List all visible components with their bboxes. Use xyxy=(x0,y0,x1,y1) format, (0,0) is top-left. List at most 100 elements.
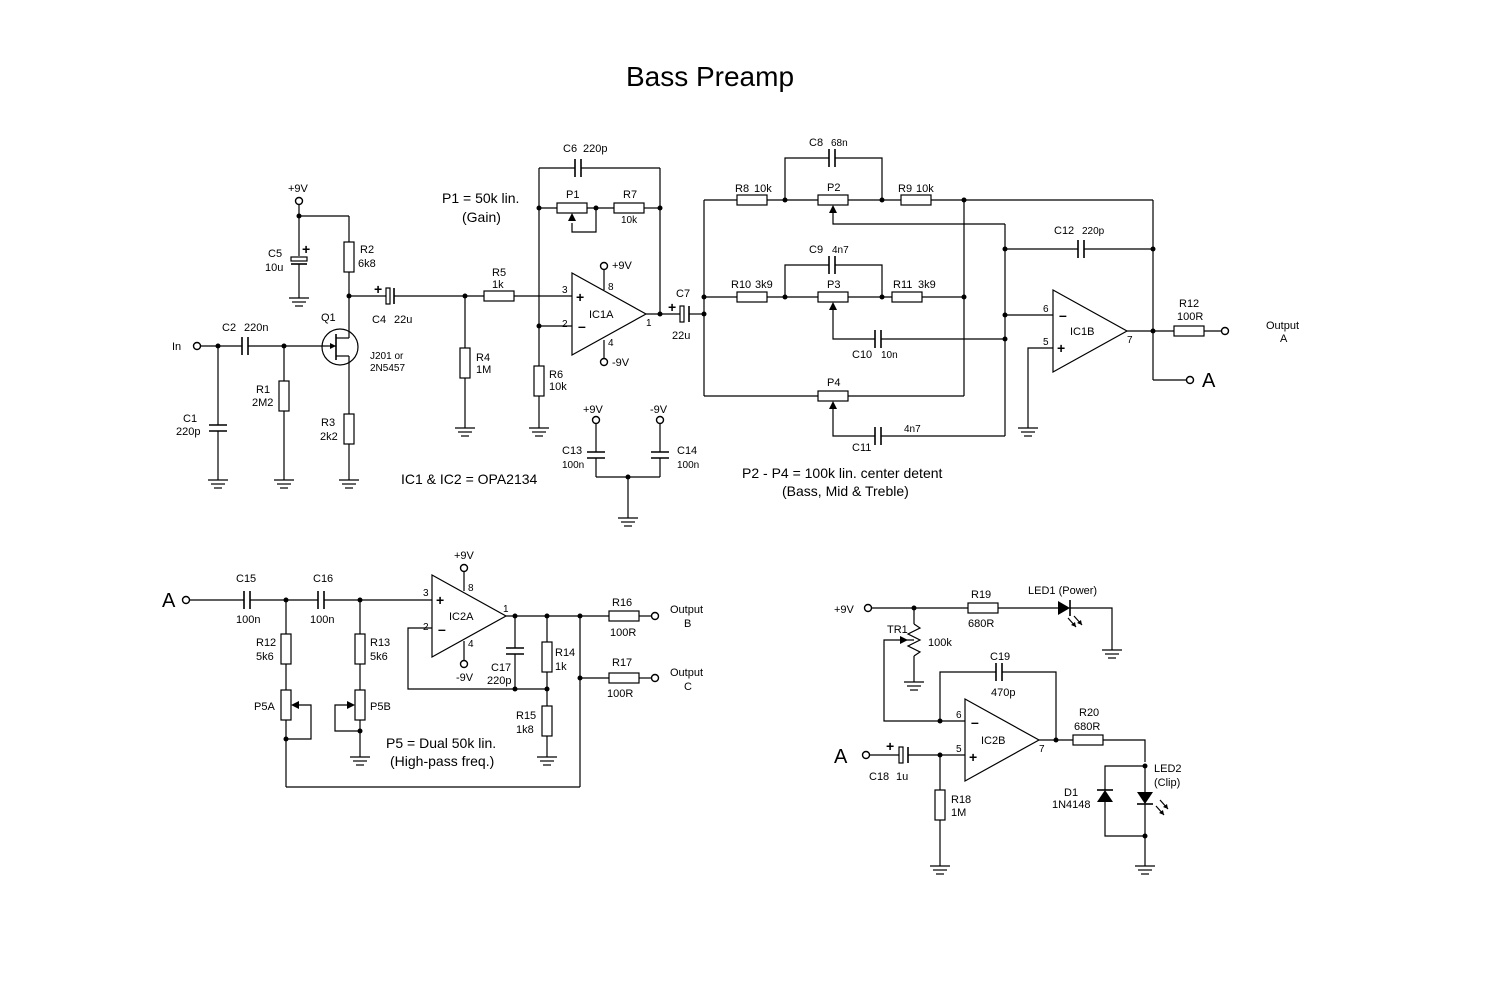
svg-text:+: + xyxy=(969,749,977,765)
svg-text:10k: 10k xyxy=(549,381,567,393)
ground-symbol xyxy=(273,479,295,489)
ground-symbol xyxy=(528,427,550,437)
resistor-r3 xyxy=(343,413,355,445)
svg-text:470p: 470p xyxy=(991,687,1015,699)
svg-text:4: 4 xyxy=(468,639,474,650)
svg-text:C5: C5 xyxy=(268,248,282,260)
svg-text:B: B xyxy=(684,618,691,630)
svg-text:10k: 10k xyxy=(754,183,772,195)
svg-text:A: A xyxy=(1202,370,1216,392)
svg-text:7: 7 xyxy=(1127,335,1133,346)
ground-symbol xyxy=(929,865,951,875)
svg-text:100n: 100n xyxy=(677,460,699,471)
svg-text:10k: 10k xyxy=(621,215,638,226)
svg-text:+: + xyxy=(1057,340,1065,356)
svg-text:+: + xyxy=(886,738,894,754)
svg-text:+9V: +9V xyxy=(454,550,475,562)
svg-text:-9V: -9V xyxy=(650,404,668,416)
svg-text:1: 1 xyxy=(646,318,652,329)
svg-text:LED1 (Power): LED1 (Power) xyxy=(1028,585,1097,597)
page-title: Bass Preamp xyxy=(626,61,794,92)
svg-text:1M: 1M xyxy=(476,364,491,376)
resistor-r12-hp xyxy=(280,633,292,665)
resistor-r11 xyxy=(891,291,923,303)
svg-text:R5: R5 xyxy=(492,267,506,279)
svg-text:R14: R14 xyxy=(555,647,575,659)
supply-terminal xyxy=(294,196,304,206)
output-c-terminal xyxy=(650,673,660,683)
svg-text:IC2A: IC2A xyxy=(449,611,474,623)
high-pass-stage: A C15 100n C16 100n R12 5k6 P5A xyxy=(162,550,703,788)
svg-text:3: 3 xyxy=(562,285,568,296)
svg-text:A: A xyxy=(834,746,848,768)
svg-text:P5A: P5A xyxy=(254,701,275,713)
svg-text:100n: 100n xyxy=(310,614,334,626)
svg-text:+9V: +9V xyxy=(612,260,633,272)
svg-text:P1 = 50k lin.: P1 = 50k lin. xyxy=(442,190,519,206)
svg-text:C12: C12 xyxy=(1054,225,1074,237)
ground-symbol xyxy=(1101,649,1123,659)
input-stage: In C2 220n C1 220p R1 2M2 xyxy=(172,183,487,489)
ground-symbol xyxy=(903,681,925,691)
ground-symbol xyxy=(349,756,371,766)
resistor-r15 xyxy=(541,705,553,737)
led-led2: LED2 (Clip) xyxy=(1137,763,1182,816)
capacitor-c7: + C7 22u xyxy=(668,288,690,342)
resistor-r19 xyxy=(967,602,999,614)
output-a-terminal xyxy=(1220,326,1230,336)
svg-text:3: 3 xyxy=(423,588,429,599)
svg-text:C4: C4 xyxy=(372,314,386,326)
capacitor-c11: C11 4n7 xyxy=(852,424,921,454)
svg-text:P3: P3 xyxy=(827,279,840,291)
capacitor-c8: C8 68n xyxy=(809,137,848,167)
svg-text:100n: 100n xyxy=(562,460,584,471)
capacitor-c9: C9 4n7 xyxy=(809,244,849,274)
resistor-r18 xyxy=(934,789,946,821)
svg-text:A: A xyxy=(1280,333,1288,345)
gain-stage: P1 = 50k lin. (Gain) R4 1M R5 1k + – IC1… xyxy=(401,143,707,527)
resistor-r10 xyxy=(736,291,768,303)
svg-text:(High-pass freq.): (High-pass freq.) xyxy=(390,753,494,769)
capacitor-c17: C17 220p xyxy=(487,647,524,687)
svg-text:–: – xyxy=(1059,307,1067,323)
capacitor-c13: C13 100n xyxy=(562,445,605,471)
svg-text:IC2B: IC2B xyxy=(981,735,1005,747)
svg-text:R12: R12 xyxy=(256,637,276,649)
svg-text:R12: R12 xyxy=(1179,298,1199,310)
svg-text:1k: 1k xyxy=(492,279,504,291)
svg-text:+: + xyxy=(668,299,676,315)
svg-text:220p: 220p xyxy=(1082,226,1105,237)
svg-text:C17: C17 xyxy=(491,662,511,674)
resistor-r6 xyxy=(533,365,545,397)
jfet-q1: Q1 J201 or 2N5457 xyxy=(321,296,405,414)
svg-text:R15: R15 xyxy=(516,710,536,722)
node-a-terminal xyxy=(1185,375,1195,385)
svg-text:C16: C16 xyxy=(313,573,333,585)
resistor-r17 xyxy=(608,672,640,684)
svg-text:(Bass, Mid & Treble): (Bass, Mid & Treble) xyxy=(782,483,909,499)
resistor-r14 xyxy=(541,641,553,673)
capacitor-c1: C1 220p xyxy=(176,413,227,438)
opamp-ic2a: + – IC2A 3 2 1 8 4 xyxy=(423,573,509,659)
svg-text:Output: Output xyxy=(1266,320,1299,332)
svg-text:22u: 22u xyxy=(672,330,690,342)
clip-indicator: A + C18 1u R18 1M – + IC2B 6 5 7 xyxy=(834,651,1182,875)
opamp-ic1b: – + IC1B 6 5 7 xyxy=(1043,288,1133,374)
svg-text:Output: Output xyxy=(670,667,703,679)
potentiometer-p4 xyxy=(817,390,849,402)
capacitor-c10: C10 10n xyxy=(852,330,898,361)
svg-text:1M: 1M xyxy=(951,807,966,819)
trimmer-tr1 xyxy=(906,623,922,657)
svg-text:10n: 10n xyxy=(881,350,898,361)
capacitor-c4: + C4 22u xyxy=(372,281,412,326)
svg-text:C6: C6 xyxy=(563,143,577,155)
svg-text:R16: R16 xyxy=(612,597,632,609)
svg-text:100k: 100k xyxy=(928,637,952,649)
svg-text:-9V: -9V xyxy=(456,672,474,684)
ground-symbol xyxy=(207,479,229,489)
svg-text:(Gain): (Gain) xyxy=(462,209,501,225)
svg-text:C7: C7 xyxy=(676,288,690,300)
svg-text:+9V: +9V xyxy=(288,183,309,195)
resistor-r20 xyxy=(1072,734,1104,746)
ground-symbol xyxy=(536,756,558,766)
